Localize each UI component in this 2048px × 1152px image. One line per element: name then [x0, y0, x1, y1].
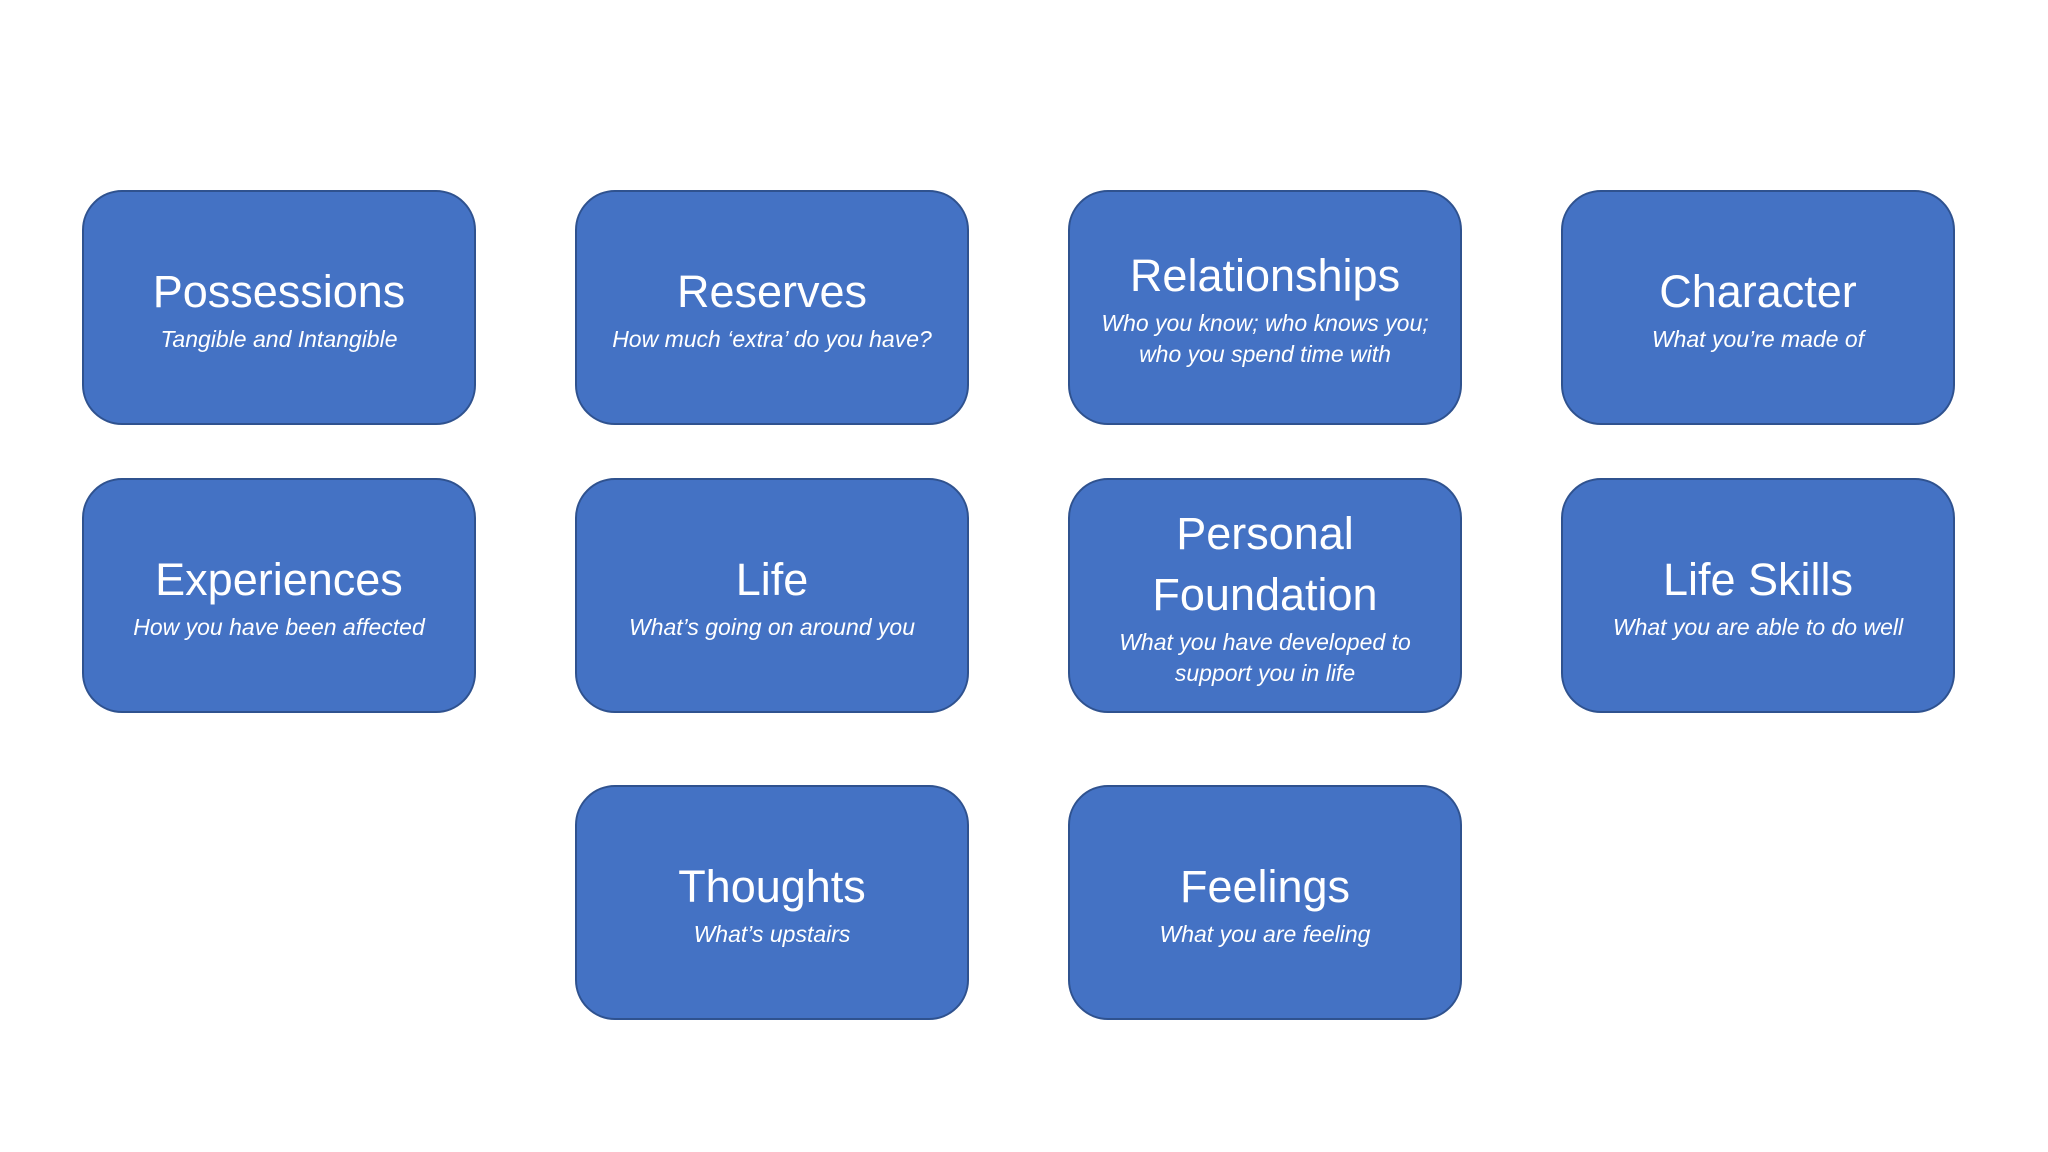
card-title: Character	[1659, 265, 1857, 317]
card-title: Life Skills	[1662, 553, 1854, 605]
card-subtitle: Tangible and Intangible	[160, 325, 398, 352]
card-title: Personal Foundation	[1152, 507, 1378, 620]
card-subtitle: Who you know; who knows you; who you spe…	[1101, 310, 1429, 367]
card-title: Thoughts	[678, 860, 866, 912]
card-personal-foundation: Personal Foundation What you have develo…	[1068, 478, 1462, 713]
card-subtitle: How you have been affected	[133, 613, 425, 640]
card-subtitle: What’s upstairs	[693, 920, 851, 947]
card-title: Feelings	[1179, 860, 1351, 912]
card-title: Reserves	[676, 265, 868, 317]
card-title: Relationships	[1129, 250, 1401, 301]
card-subtitle: What you have developed to support you i…	[1119, 628, 1411, 686]
card-title: Experiences	[155, 553, 403, 605]
card-subtitle: What’s going on around you	[629, 613, 915, 640]
card-subtitle: How much ‘extra’ do you have?	[612, 325, 932, 352]
card-character: Character What you’re made of	[1561, 190, 1955, 425]
card-title: Possessions	[152, 265, 406, 317]
card-thoughts: Thoughts What’s upstairs	[575, 785, 969, 1020]
card-title: Life	[735, 553, 809, 605]
card-feelings: Feelings What you are feeling	[1068, 785, 1462, 1020]
card-experiences: Experiences How you have been affected	[82, 478, 476, 713]
card-subtitle: What you’re made of	[1651, 325, 1865, 352]
card-possessions: Possessions Tangible and Intangible	[82, 190, 476, 425]
card-life-skills: Life Skills What you are able to do well	[1561, 478, 1955, 713]
card-reserves: Reserves How much ‘extra’ do you have?	[575, 190, 969, 425]
card-life: Life What’s going on around you	[575, 478, 969, 713]
card-subtitle: What you are feeling	[1159, 920, 1371, 947]
card-subtitle: What you are able to do well	[1612, 613, 1904, 640]
card-relationships: Relationships Who you know; who knows yo…	[1068, 190, 1462, 425]
